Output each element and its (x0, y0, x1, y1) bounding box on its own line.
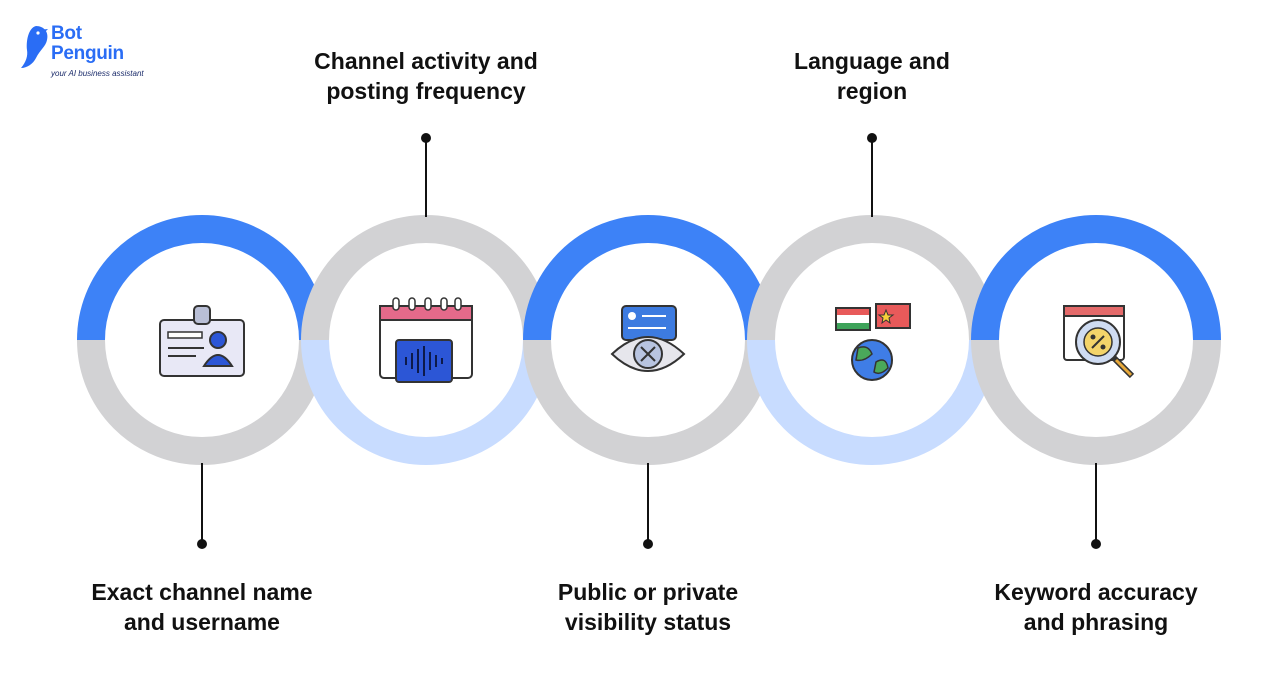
ring-bottom-half (77, 339, 327, 465)
calendar-audio-icon (379, 297, 473, 383)
label-line: Keyword accuracy (994, 579, 1198, 605)
ring-bottom-half (301, 339, 551, 465)
ring-top-half (523, 215, 773, 341)
id-card-icon (159, 305, 245, 377)
connector-dot (421, 133, 431, 143)
step-label-language-region: Language and region (722, 46, 1022, 106)
connector-dot (867, 133, 877, 143)
brand-logo: Bot Penguin your AI business assistant (18, 24, 158, 84)
connector-dot (197, 539, 207, 549)
label-line: Channel activity and (314, 48, 538, 74)
step-label-channel-activity: Channel activity and posting frequency (276, 46, 576, 106)
label-line: visibility status (564, 609, 732, 635)
ring-top-half (747, 215, 997, 341)
label-line: Exact channel name (91, 579, 313, 605)
label-line: Language and (794, 48, 950, 74)
step-label-exact-channel-name: Exact channel name and username (52, 577, 352, 637)
ring-bottom-half (747, 339, 997, 465)
ring-top-half (971, 215, 1221, 341)
ring-bottom-half (523, 339, 773, 465)
hidden-profile-eye-icon (610, 305, 686, 372)
ring-bottom-half (971, 339, 1221, 465)
label-line: region (836, 78, 908, 104)
ring-top-half (301, 215, 551, 341)
step-label-keyword-accuracy: Keyword accuracy and phrasing (946, 577, 1246, 637)
connector-dot (643, 539, 653, 549)
label-line: posting frequency (326, 78, 526, 104)
penguin-logo-icon (21, 26, 48, 68)
label-line: and username (124, 609, 280, 635)
label-line: Public or private (557, 579, 739, 605)
connector-dot (1091, 539, 1101, 549)
search-percent-icon (1063, 305, 1135, 379)
logo-tagline: your AI business assistant (51, 69, 144, 78)
label-line: and phrasing (1023, 609, 1169, 635)
step-label-visibility-status: Public or private visibility status (498, 577, 798, 637)
globe-flags-icon (835, 303, 911, 381)
logo-text-line2: Penguin (51, 43, 124, 64)
logo-text-line1: Bot (51, 23, 82, 44)
ring-top-half (77, 215, 327, 341)
